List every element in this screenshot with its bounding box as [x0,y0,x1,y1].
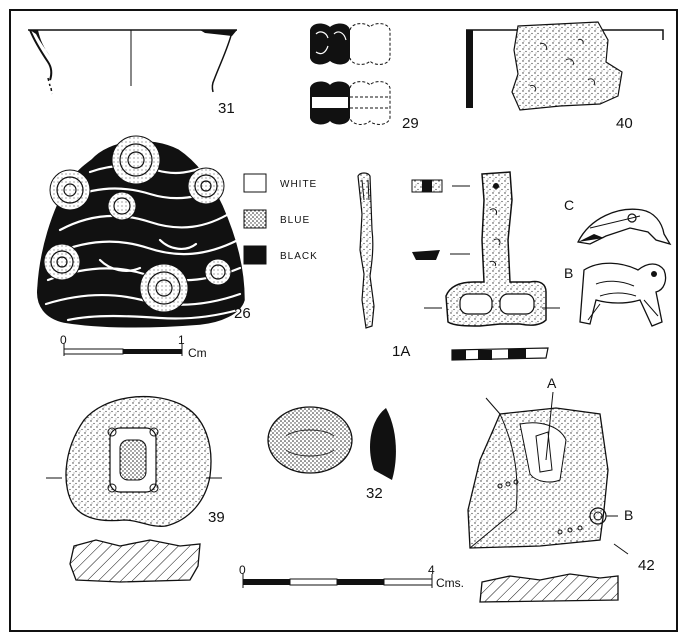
find-1a-detail-c-animal-head [577,208,672,246]
detail-label-a-42: A [547,375,557,391]
scale-small-zero: 0 [60,333,67,347]
find-40-sherd [466,21,664,111]
find-39-section [69,539,201,583]
find-26-glass-bead [37,135,245,328]
scale-large-four: 4 [428,563,435,577]
figure-number-40: 40 [616,115,633,132]
scale-small-unit: Cm [188,346,207,360]
find-29-beads [310,23,391,125]
find-1a-pin-side [357,172,375,329]
scale-large-unit: Cms. [436,576,464,590]
figure-number-1a: 1A [392,343,410,360]
figure-number-26: 26 [234,305,251,322]
figure-number-29: 29 [402,115,419,132]
legend-swatch-blue [243,209,267,229]
legend-swatch-white [243,173,267,193]
detail-label-b-42: B [624,507,633,523]
scale-bar-4cm [242,574,433,588]
find-1a-pin-front [445,171,560,327]
scale-large-zero: 0 [239,563,246,577]
find-31-pot-profile [28,29,237,95]
detail-label-c: C [564,197,574,213]
find-1a-section-strip [451,347,549,361]
find-1a-detail-b-animal [579,262,667,327]
legend-swatch-black [243,245,267,265]
scale-small-one: 1 [178,333,185,347]
legend-label-black: BLACK [280,251,318,262]
legend-label-blue: BLUE [280,215,310,226]
find-42-section [479,573,619,603]
figure-number-39: 39 [208,509,225,526]
figure-number-31: 31 [218,100,235,117]
find-42-carved-fragment [467,391,629,555]
find-1a-sections [411,179,470,309]
figure-number-32: 32 [366,485,383,502]
colour-legend [243,173,267,265]
find-39-disk [46,395,222,527]
detail-label-b: B [564,265,573,281]
figure-number-42: 42 [638,557,655,574]
find-32-pebble [267,406,396,480]
legend-label-white: WHITE [280,179,317,190]
scale-bar-1cm [63,344,183,356]
